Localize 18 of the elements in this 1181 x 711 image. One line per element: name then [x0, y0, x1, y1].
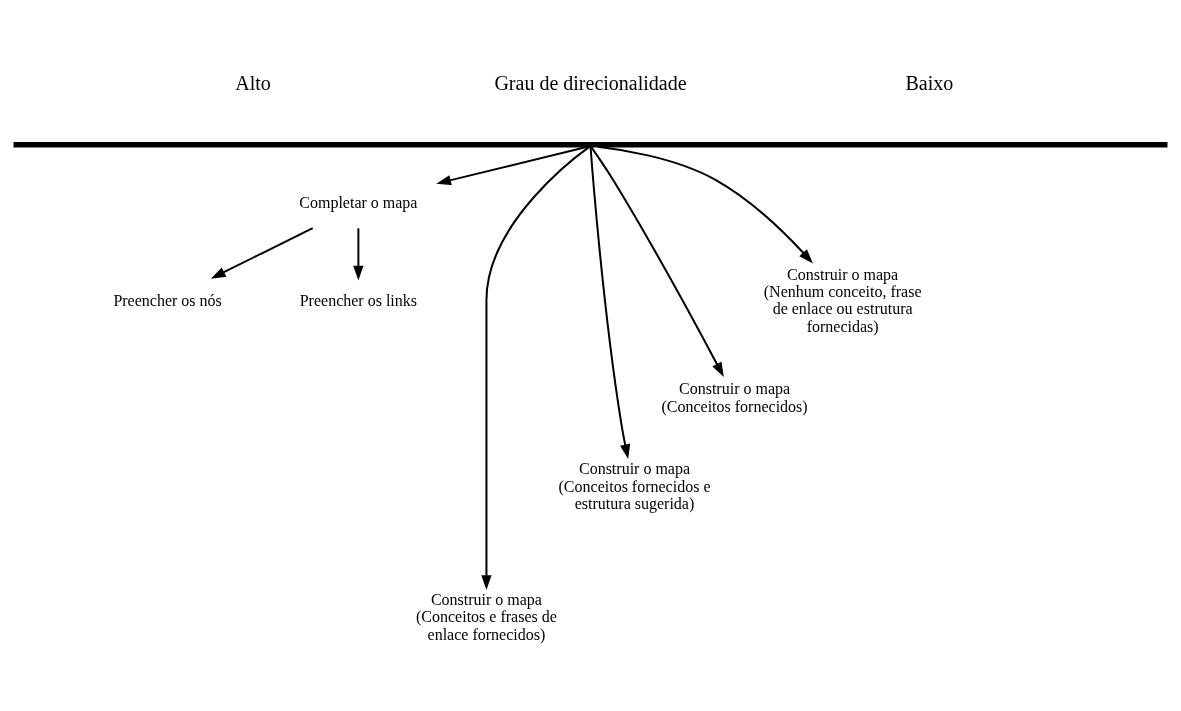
arrow: [481, 145, 591, 590]
label: Grau de direcionalidade: [494, 72, 687, 95]
arrow: [436, 145, 589, 186]
arrow: [590, 145, 724, 377]
arrow: [589, 146, 631, 459]
label: Baixo: [905, 72, 954, 95]
node-bar: [13, 142, 1168, 148]
node-text: Preencher os nós: [113, 291, 222, 309]
arrow: [353, 227, 364, 281]
node-text: Completar o mapa: [299, 194, 418, 212]
label: Alto: [235, 72, 271, 95]
node-text: Preencher os links: [299, 291, 418, 309]
node-text: Construir o mapa (Conceitos fornecidos e estrutura sugerida): [558, 460, 711, 513]
arrow: [596, 145, 813, 264]
node-text: Construir o mapa (Nenhum conceito, frase de enlace ou estrutura fornecidas): [763, 265, 922, 335]
arrow: [210, 227, 314, 279]
node-text: Construir o mapa (Conceitos e frases de enlace fornecidos): [416, 591, 557, 643]
node-text: Construir o mapa (Conceitos fornecidos): [661, 380, 808, 415]
